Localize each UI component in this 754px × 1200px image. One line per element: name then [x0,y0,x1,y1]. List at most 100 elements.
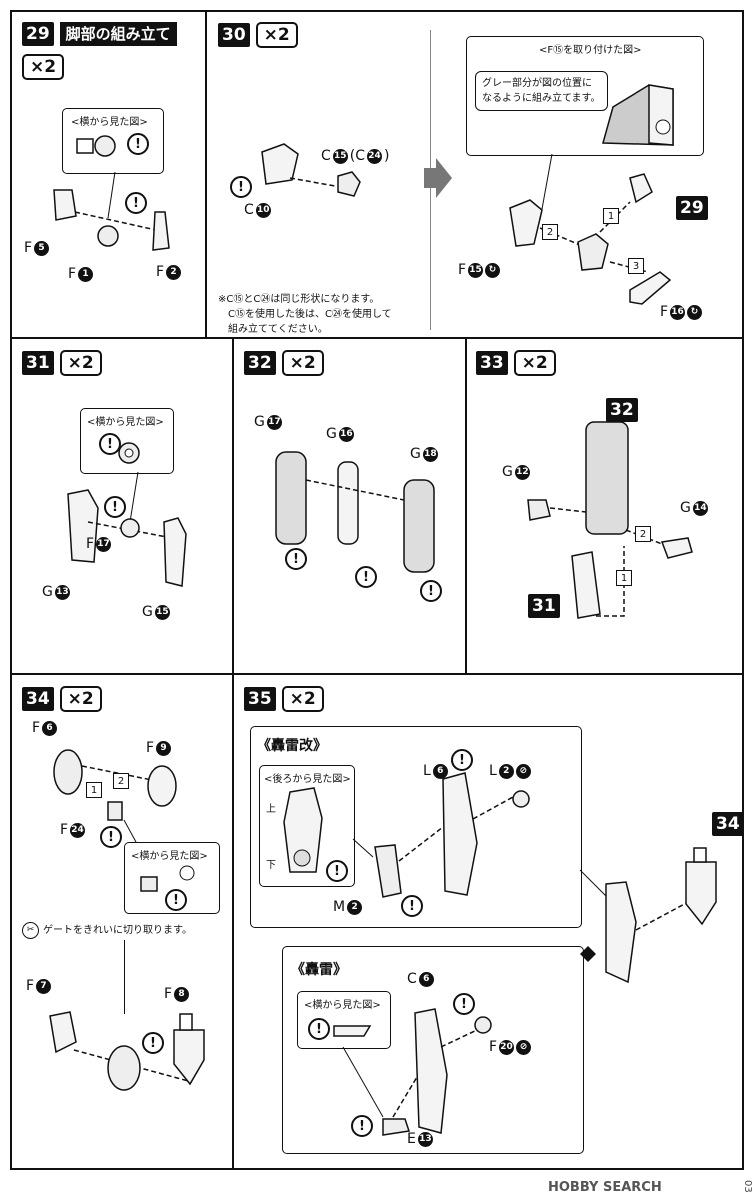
step-34-header: 34 ×2 [22,686,102,712]
step-34-diagram-bottom [49,1011,205,1091]
side-view-inset: <横から見た図> ! [124,842,220,914]
row-divider-2 [10,673,744,675]
order-number: 1 [616,570,632,586]
step-35-header: 35 ×2 [244,686,324,712]
gourai-diagram [342,1008,492,1136]
side-view-part-icon [76,135,116,157]
col-divider-29-30 [205,10,207,338]
ref-step-29: 29 [676,196,708,220]
caution-icon: ! [308,1018,330,1040]
step-33-diagram [527,421,693,619]
caution-icon: ! [420,580,442,602]
step-29-header: 29 脚部の組み立て [22,22,177,46]
nipper-icon: ✂ [22,922,39,939]
frame-left [10,10,12,1170]
leader-line [124,940,125,1014]
side-view-inset: <横から見た図> ! [62,108,164,174]
caution-icon: ! [127,133,149,155]
caution-icon: ! [142,1032,164,1054]
attached-view-label: <F⑮を取り付けた図> [539,45,642,56]
step-34-diagram-top [53,749,177,843]
step-30-diagram [261,143,361,197]
col-divider-31-32 [232,338,234,674]
quantity-badge: ×2 [59,686,102,712]
frame-top [10,10,744,12]
attached-part-illustration [602,84,674,146]
back-view-inset: <後ろから見た図> 上 下 ! [259,765,355,887]
order-number: 1 [86,782,102,798]
step-30-note: ※C⑮とC㉔は同じ形状になります。 C⑮を使用した後は、C㉔を使用して 組み立て… [218,294,392,335]
order-number: 3 [628,258,644,274]
order-number: 2 [113,773,129,789]
step-35-assembly [579,847,717,984]
gourai-title: 《轟雷》 [291,962,347,978]
step-29-diagram [53,171,170,251]
step-number: 32 [244,351,276,375]
caution-icon: ! [125,192,147,214]
gourai-kai-title: 《轟雷改》 [257,738,327,754]
caution-icon: ! [230,176,252,198]
step-31-header: 31 ×2 [22,350,102,376]
step-29-qty: ×2 [22,54,65,80]
step-32-diagram [275,451,435,573]
step-number: 35 [244,687,276,711]
side-view-label: <横から見た図> [304,1000,381,1011]
quantity-badge: ×2 [59,350,102,376]
caution-icon: ! [165,889,187,911]
row-divider-1 [10,337,744,339]
gourai-kai-diagram [352,772,530,898]
attached-view-panel: <F⑮を取り付けた図> グレー部分が図の位置に なるように組み立てます。 [466,36,704,156]
order-number: 2 [542,224,558,240]
bottom-label: 下 [266,860,276,871]
quantity-badge: ×2 [22,54,65,80]
top-label: 上 [266,804,276,815]
step-title: 脚部の組み立て [59,22,177,46]
caution-icon: ! [355,566,377,588]
caution-icon: ! [453,993,475,1015]
side-view-inset: <横から見た図> ! [297,991,391,1049]
caution-icon: ! [351,1115,373,1137]
quantity-badge: ×2 [281,686,324,712]
step-33-header: 33 ×2 [476,350,556,376]
ref-step-31: 31 [528,594,560,618]
step-number: 30 [218,23,250,47]
order-number: 1 [603,208,619,224]
quantity-badge: ×2 [513,350,556,376]
frame-bottom [10,1168,744,1170]
side-view-label: <横から見た図> [87,417,164,428]
step-32-header: 32 ×2 [244,350,324,376]
page-number: 03 [742,1180,753,1193]
caution-icon: ! [104,496,126,518]
caution-icon: ! [100,826,122,848]
step-31-diagram [67,471,187,587]
step-number: 29 [22,22,54,46]
gate-note: ✂ ゲートをきれいに切り取ります。 [22,922,192,939]
ref-step-32: 32 [606,398,638,422]
step-number: 33 [476,351,508,375]
step-number: 31 [22,351,54,375]
back-view-label: <後ろから見た図> [264,774,351,785]
side-view-inset: <横から見た図> ! [80,408,174,474]
col-divider-34-35 [232,674,234,1169]
watermark: HOBBY SEARCH [548,1180,662,1195]
caution-icon: ! [326,860,348,882]
